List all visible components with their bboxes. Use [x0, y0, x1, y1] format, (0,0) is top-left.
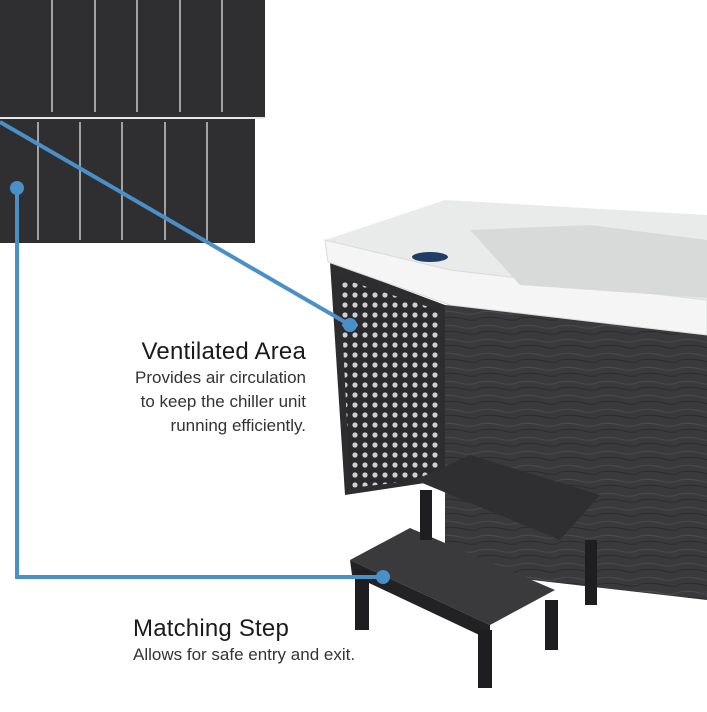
step-leader-line	[15, 188, 383, 579]
matching-step-line-1: Allows for safe entry and exit.	[133, 645, 356, 664]
ventilated-area-line-1: Provides air circulation	[134, 368, 306, 387]
leader-lines	[0, 120, 383, 579]
panel-marker-dot	[10, 181, 24, 195]
ventilated-area-line-2: to keep the chiller unit	[140, 392, 306, 411]
step-marker-dot	[376, 570, 390, 584]
ventilated-area-title: Ventilated Area	[141, 338, 306, 365]
leader-dots	[10, 181, 390, 584]
cold-plunge-tub	[324, 200, 707, 600]
ventilated-area-callout: Ventilated Area Provides air circulation…	[46, 338, 306, 438]
matching-step	[350, 455, 600, 688]
ventilated-area-line-3: running efficiently.	[170, 416, 306, 435]
matching-step-callout: Matching Step Allows for safe entry and …	[133, 615, 433, 667]
ventilated-leader-line	[0, 120, 352, 327]
ventilated-marker-dot	[343, 318, 357, 332]
wood-panel-detail	[0, 0, 265, 243]
matching-step-title: Matching Step	[133, 615, 290, 642]
